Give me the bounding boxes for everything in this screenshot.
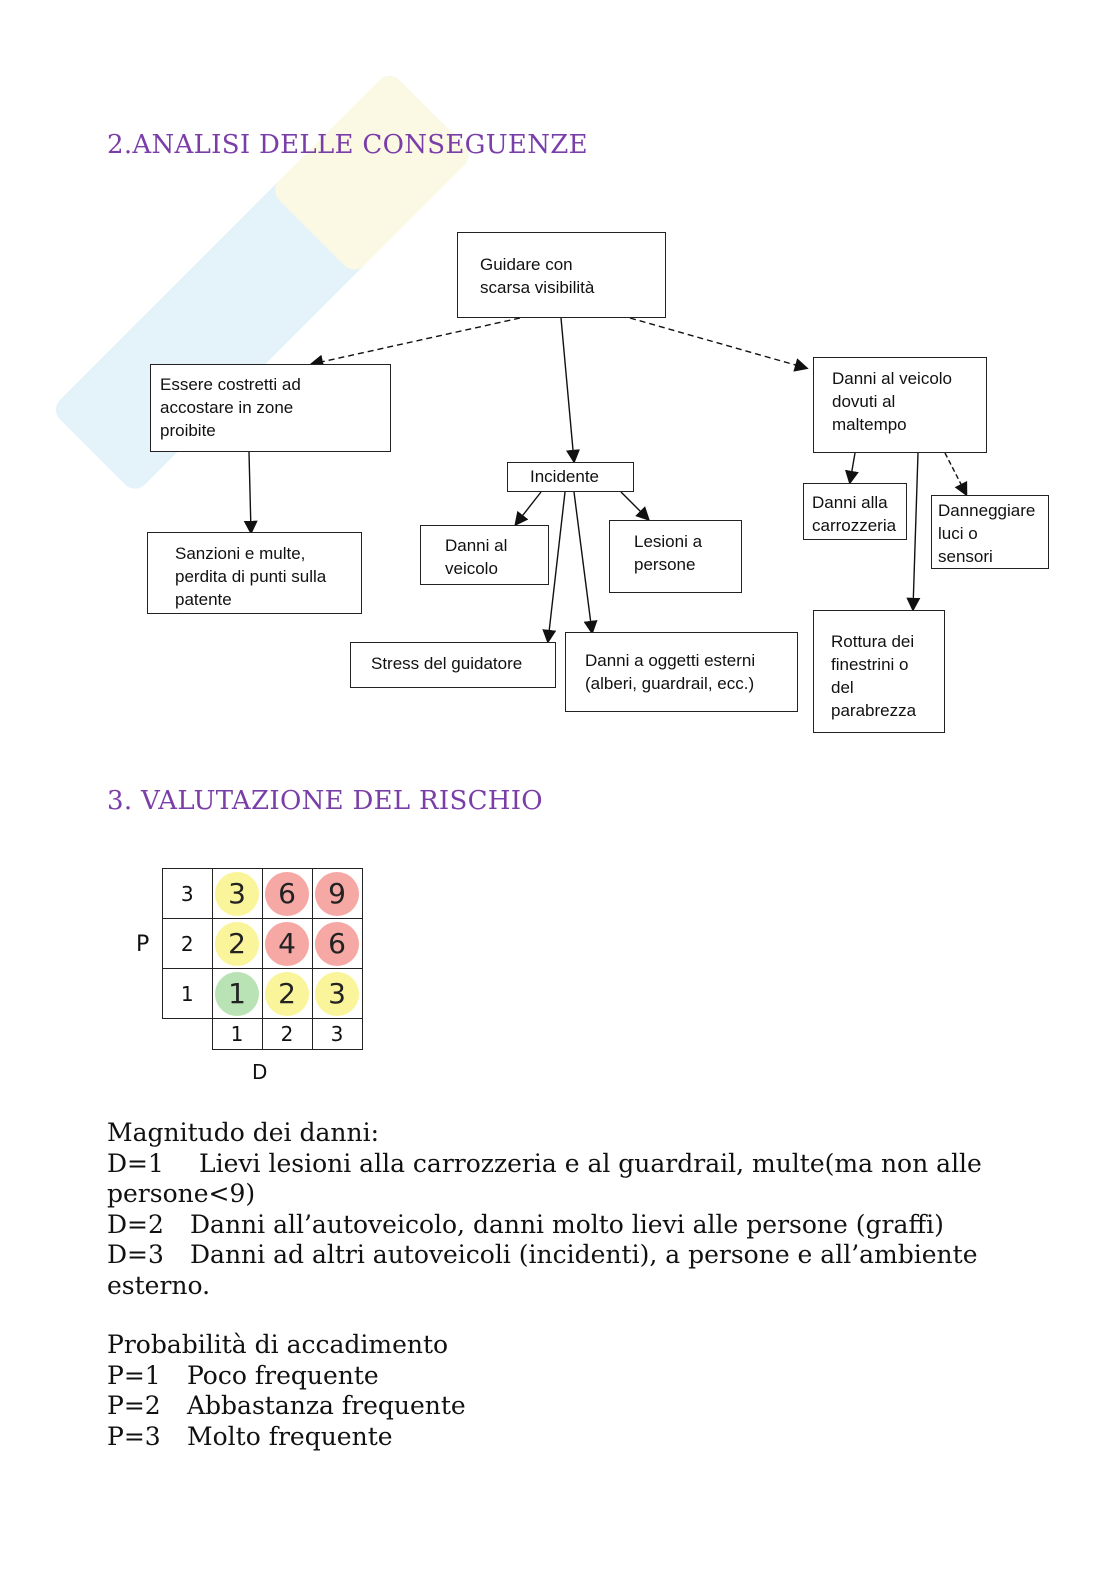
d-axis-label: D [252,1060,268,1084]
magnitude-code: D=3 [107,1240,164,1269]
consequence-diagram: Guidare con scarsa visibilità Essere cos… [0,0,1116,760]
p-value: 1 [162,968,213,1019]
risk-value: 6 [265,871,309,916]
risk-value: 1 [215,971,259,1016]
magnitude-item: D=2 Danni all’autoveicolo, danni molto li… [107,1210,1007,1241]
matrix-cell: 2 [261,968,313,1019]
incident-box: Incidente [507,462,634,492]
d-value: 2 [261,1018,313,1050]
probability-code: P=2 [107,1391,161,1420]
matrix-cell: 6 [311,918,363,969]
matrix-cell: 9 [311,868,363,919]
magnitude-text: Danni all’autoveicolo, danni molto lievi… [190,1209,944,1239]
left-branch-box: Essere costretti ad accostare in zone pr… [150,364,391,452]
risk-value: 4 [265,921,309,966]
magnitude-text: Danni ad altri autoveicoli (incidenti), … [107,1240,978,1300]
risk-matrix: P 3 3 6 9 2 2 4 6 1 1 2 3 1 2 3 D [136,868,366,1088]
diagram-arrows [243,317,968,644]
windows-box: Rottura dei finestrini o del parabrezza [813,610,945,733]
left-child-box: Sanzioni e multe, perdita di punti sulla… [147,532,362,614]
weather-damage-box: Danni al veicolo dovuti al maltempo [813,357,987,453]
magnitude-code: D=1 [107,1148,164,1178]
probability-code: P=3 [107,1421,161,1451]
matrix-cell: 3 [211,868,263,919]
matrix-cell: 4 [261,918,313,969]
magnitude-heading: Magnitudo dei danni: [107,1118,380,1147]
risk-grid: 3 3 6 9 2 2 4 6 1 1 2 3 1 2 3 [162,868,363,1050]
people-injury-box: Lesioni a persone [609,520,742,593]
magnitude-code: D=2 [107,1209,164,1239]
matrix-cell: 6 [261,868,313,919]
matrix-row-p2: 2 2 4 6 [162,918,363,969]
d-value: 3 [311,1018,363,1050]
probability-text: Molto frequente [187,1421,393,1451]
driver-stress-box: Stress del guidatore [350,642,556,688]
matrix-cell: 3 [311,968,363,1019]
matrix-cell: 1 [211,968,263,1019]
probability-section: Probabilità di accadimento P=1 Poco frequ… [107,1330,1007,1452]
matrix-cell: 2 [211,918,263,969]
axis-corner [163,1019,213,1050]
probability-text: Abbastanza frequente [187,1391,466,1420]
lights-sensors-box: Danneggiare luci o sensori [931,495,1049,569]
matrix-d-axis: 1 2 3 [163,1018,363,1050]
matrix-row-p1: 1 1 2 3 [162,968,363,1019]
vehicle-damage-box: Danni al veicolo [420,525,549,585]
risk-value: 2 [215,921,259,966]
section-title-analysis: 2.ANALISI DELLE CONSEGUENZE [107,130,588,160]
p-axis-label: P [136,932,150,957]
probability-text: Poco frequente [187,1360,379,1390]
bodywork-damage-box: Danni alla carrozzeria [803,483,907,540]
external-objects-box: Danni a oggetti esterni (alberi, guardra… [565,632,798,712]
risk-value: 2 [265,971,309,1016]
risk-value: 3 [315,971,359,1016]
section-title-risk: 3. VALUTAZIONE DEL RISCHIO [107,786,543,816]
risk-value: 9 [315,871,359,916]
probability-heading: Probabilità di accadimento [107,1330,449,1359]
probability-item: P=1 Poco frequente [107,1361,1007,1392]
risk-value: 3 [215,871,259,916]
p-value: 3 [162,868,213,919]
p-value: 2 [162,918,213,969]
magnitude-text: Lievi lesioni alla carrozzeria e al guar… [107,1148,982,1209]
probability-item: P=2 Abbastanza frequente [107,1391,1007,1422]
matrix-row-p3: 3 3 6 9 [162,868,363,919]
probability-code: P=1 [107,1360,161,1390]
root-box: Guidare con scarsa visibilità [457,232,666,318]
probability-item: P=3 Molto frequente [107,1422,1007,1453]
d-value: 1 [211,1018,263,1050]
risk-value: 6 [315,921,359,966]
